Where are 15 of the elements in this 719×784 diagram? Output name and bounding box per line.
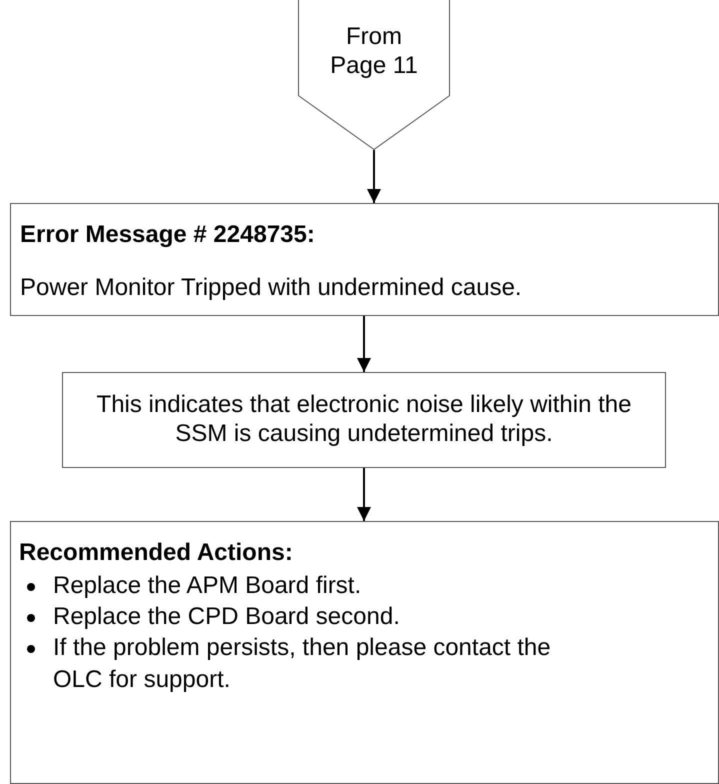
arrow xyxy=(357,468,371,521)
box-heading: Error Message # 2248735: xyxy=(20,221,315,250)
box-text: Power Monitor Tripped with undermined cause. xyxy=(20,274,522,303)
box-heading: Recommended Actions: xyxy=(19,539,293,568)
process-box xyxy=(62,372,666,468)
bullet-item: If the problem persists, then please contact the OLC for support. xyxy=(53,633,552,696)
arrow xyxy=(367,150,381,203)
process-box xyxy=(10,203,719,316)
process-box xyxy=(10,521,719,784)
box-text: This indicates that electronic noise likely within the SSM is causing undetermined trips. xyxy=(96,391,632,449)
arrow xyxy=(357,316,371,372)
off-page-connector xyxy=(298,0,450,150)
bullet-item: Replace the APM Board first. xyxy=(53,572,362,601)
connector-label: From Page 11 xyxy=(329,23,419,81)
bullet-item: Replace the CPD Board second. xyxy=(53,603,401,632)
